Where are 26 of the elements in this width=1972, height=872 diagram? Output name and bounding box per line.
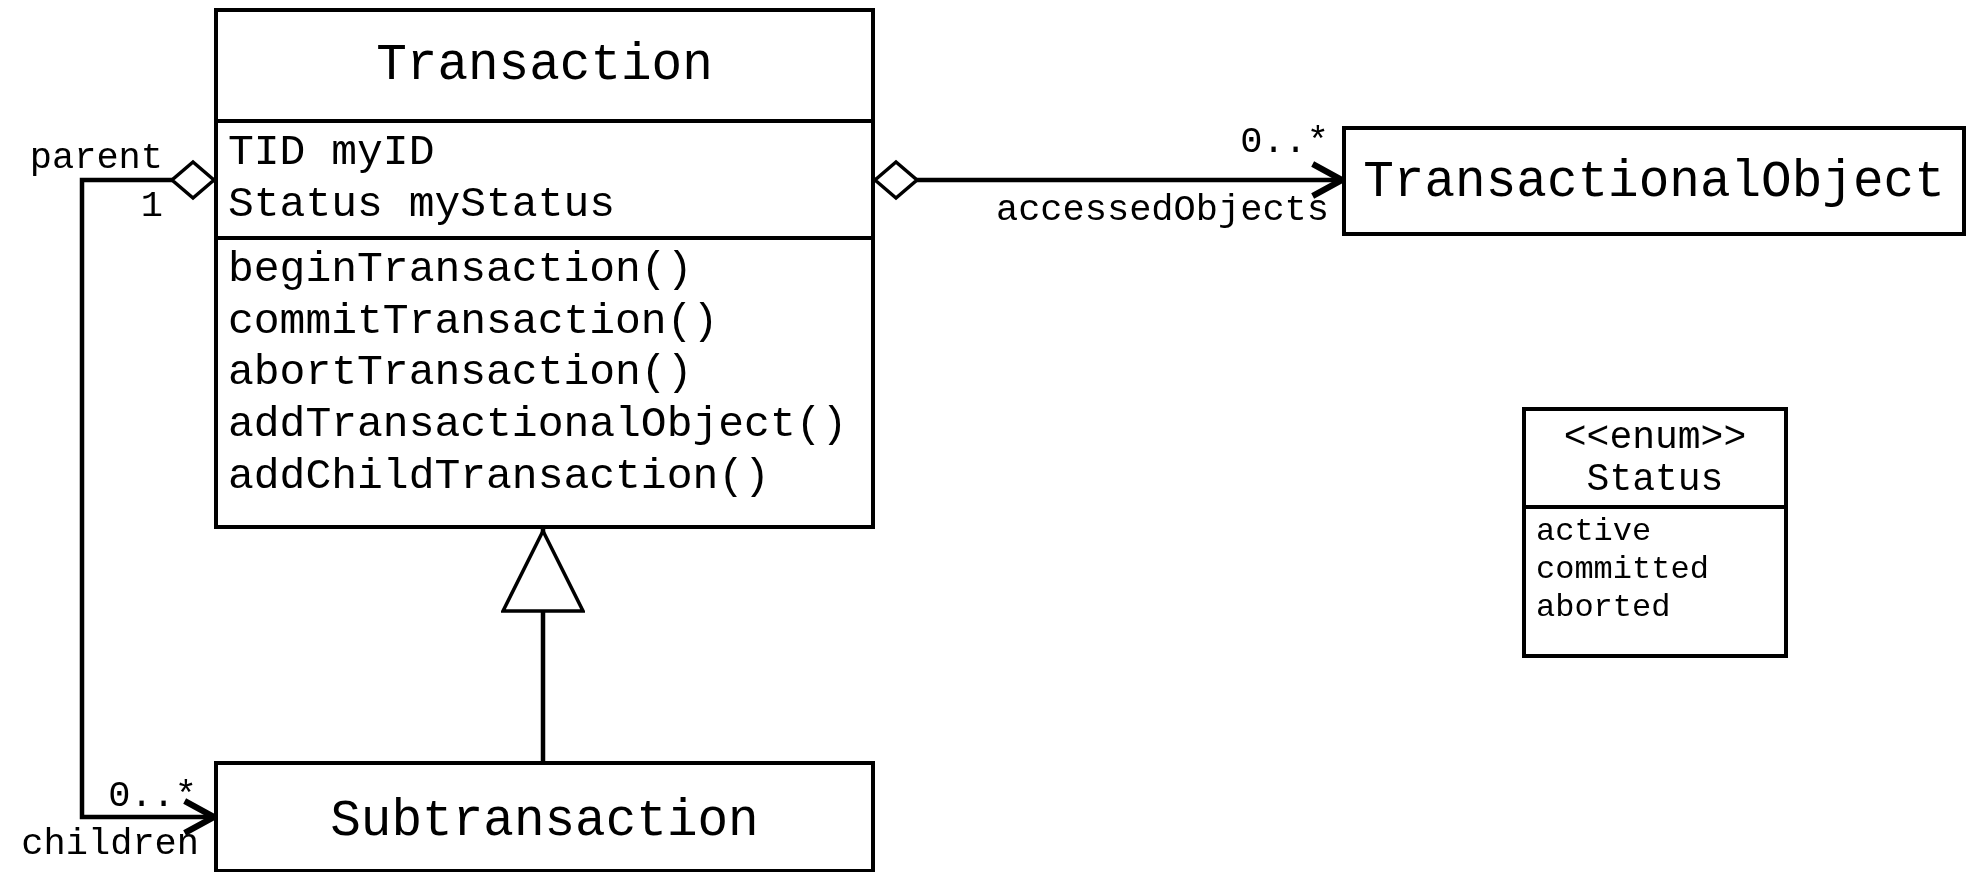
method-text: abortTransaction() <box>228 347 693 399</box>
multiplicity-label: 1 <box>140 188 163 225</box>
class-box <box>214 761 875 872</box>
enum-value: aborted <box>1536 589 1671 628</box>
method-text: beginTransaction() <box>228 244 693 296</box>
generalization-arrow <box>501 529 585 761</box>
method-text: addChildTransaction() <box>228 450 770 503</box>
attribute-text: TID myID <box>228 127 435 179</box>
method-text: commitTransaction() <box>228 295 719 348</box>
class-name: TransactionalObject <box>1363 153 1945 213</box>
class-box <box>214 8 875 529</box>
role-label: accessedObjects <box>995 192 1329 229</box>
role-label: children <box>21 826 199 863</box>
stereotype-text: <<enum>> <box>1563 417 1747 459</box>
class-name: Transaction <box>376 36 713 96</box>
role-label: parent <box>29 140 163 177</box>
method-text: addTransactionalObject() <box>228 399 848 451</box>
class-name: Subtransaction <box>330 792 759 852</box>
multiplicity-label: 0..* <box>108 778 197 815</box>
attribute-text: Status myStatus <box>228 178 616 231</box>
enum-value: active <box>1536 512 1652 551</box>
multiplicity-label: 0..* <box>1240 124 1329 161</box>
class-box <box>1522 407 1788 658</box>
enum-value: committed <box>1536 551 1709 590</box>
class-box <box>1342 126 1966 236</box>
class-name: Status <box>1586 458 1724 501</box>
